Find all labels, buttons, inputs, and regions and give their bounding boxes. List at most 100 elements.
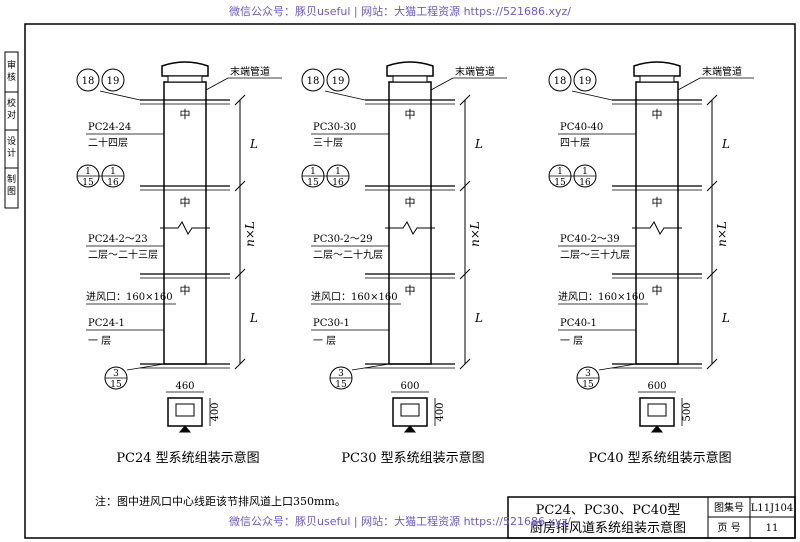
section-inner [647,403,667,417]
end-pipe-label: 末端管道 [230,65,270,78]
system-caption: PC24 型系统组装示意图 [116,450,259,466]
system-caption: PC40 型系统组装示意图 [588,450,731,466]
end-pipe-leader [677,77,701,91]
width-dim-value: 600 [647,381,666,392]
ref-mid-b-den: 16 [579,178,591,188]
mid-floor: 二层～二十九层 [313,248,383,261]
dimension-tick [706,268,718,280]
shaft-body [388,81,432,365]
mid-code: PC24-2～23 [88,234,148,245]
dim-label-L-bottom: L [721,311,730,325]
strip-text-2b: 对 [7,109,16,121]
ref-top-b: 19 [579,76,592,87]
strip-text-1b: 核 [7,71,16,83]
ref-bot-num: 3 [585,369,591,379]
bottom-code: PC40-1 [560,318,597,329]
ref-bot-den: 15 [335,380,347,390]
dimension-tick [459,180,471,192]
ref-leader-top [99,90,141,101]
shaft-cap-base [639,75,675,83]
top-floor: 三十层 [313,136,343,149]
section-arrow [650,425,664,433]
ref-circle-18 [548,68,572,92]
dim-label-L-top: L [249,137,258,151]
shaft-mark-2: 中 [405,196,416,209]
width-dim-value: 600 [400,381,419,392]
ref-circle-18 [76,68,100,92]
dim-label-L-top: L [474,137,483,151]
ref-bot-leader [126,363,165,371]
dimension-tick [459,358,471,370]
dimension-tick [234,268,246,280]
shaft-cap [633,61,681,77]
ref-bot-leader [598,363,637,371]
dimension-tick [234,358,246,370]
end-pipe-leader [205,77,229,91]
system-caption: PC30 型系统组装示意图 [341,450,484,466]
ref-bot-num: 3 [113,369,119,379]
depth-dim-value: 500 [682,402,693,421]
top-floor: 四十层 [560,136,590,149]
title-block: PC24、PC30、PC40型 厨房排风道系统组装示意图 图集号 L11J104… [507,496,796,539]
ref-bot-den: 15 [110,380,122,390]
ref-circle-18 [301,68,325,92]
ref-mid-a-den: 15 [82,178,94,188]
shaft-mark-3: 中 [652,284,663,297]
ref-circle-19 [326,68,350,92]
top-floor: 二十四层 [88,136,128,149]
shaft-cap-base [167,75,203,83]
end-pipe-label: 末端管道 [702,65,742,78]
mid-floor: 二层～三十九层 [560,248,630,261]
shaft-mark-1: 中 [405,108,416,121]
shaft-cap-base [392,75,428,83]
mid-code: PC40-2～39 [560,234,620,245]
atlas-value: L11J104 [751,503,793,514]
ref-top-b: 19 [332,76,345,87]
dimension-tick [706,180,718,192]
shaft-mark-3: 中 [180,284,191,297]
inlet-label: 进风口：160×160 [86,291,173,303]
dimension-tick [706,94,718,106]
mid-code: PC30-2～29 [313,234,373,245]
top-code: PC30-30 [313,122,356,133]
ref-mid-b-den: 16 [332,178,344,188]
dimension-tick [706,358,718,370]
dim-label-L-top: L [721,137,730,151]
ref-mid-b-den: 16 [107,178,119,188]
page-value: 11 [766,523,779,534]
inlet-label: 进风口：160×160 [558,291,645,303]
shaft-mark-2: 中 [180,196,191,209]
sheet-border [24,23,796,539]
inlet-label: 进风口：160×160 [311,291,398,303]
shaft-mark-1: 中 [180,108,191,121]
strip-text-2a: 校 [7,97,16,109]
strip-text-3a: 设 [7,136,16,147]
top-code: PC24-24 [88,122,131,133]
break-symbol [632,221,682,235]
ref-circle-19 [573,68,597,92]
depth-dim-value: 400 [210,402,221,421]
ref-mid-a-num: 1 [557,167,563,177]
width-dim-value: 460 [175,381,194,392]
ref-bot-leader [351,363,390,371]
watermark-bottom: 微信公众号：豚贝useful | 网站：大猫工程资源 https://52168… [229,515,571,528]
bottom-code: PC30-1 [313,318,350,329]
dimension-tick [459,94,471,106]
bottom-floor: 一 层 [313,335,336,347]
bottom-code: PC24-1 [88,318,125,329]
shaft-cap [161,61,209,77]
title-line-1: PC24、PC30、PC40型 [536,503,681,518]
ref-top-a: 18 [82,76,95,87]
dimension-tick [234,94,246,106]
break-symbol [385,221,435,235]
ref-top-a: 18 [307,76,320,87]
strip-text-4b: 图 [7,186,16,197]
footnote: 注：图中进风口中心线距该节排风道上口350mm。 [95,494,346,508]
section-arrow [178,425,192,433]
end-pipe-label: 末端管道 [455,65,495,78]
ref-leader-top [324,90,366,101]
